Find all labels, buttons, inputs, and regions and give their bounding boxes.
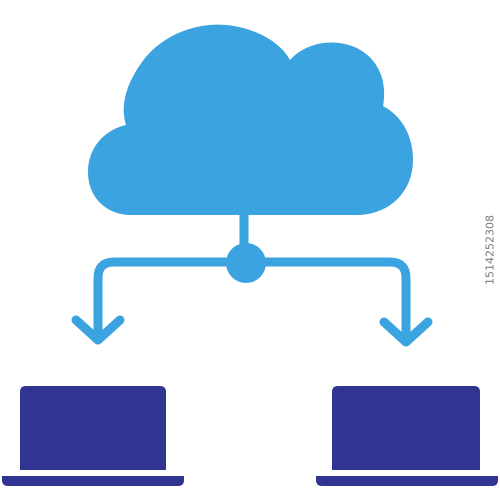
left-laptop-screen [20,386,166,470]
hub-node-icon [226,243,266,283]
right-laptop-screen [332,386,480,470]
left-arrow-head-icon [71,315,125,345]
stock-id-text: 1514252308 [483,215,497,285]
left-branch-line [93,257,233,335]
left-laptop-base [2,476,184,486]
right-laptop-icon [316,386,498,486]
stock-id-watermark: 1514252308 [480,150,500,350]
right-branch-line [257,257,411,339]
cloud-icon [88,24,413,216]
left-laptop-icon [2,386,184,486]
right-arrow-head-icon [379,317,433,347]
right-laptop-base [316,476,498,486]
